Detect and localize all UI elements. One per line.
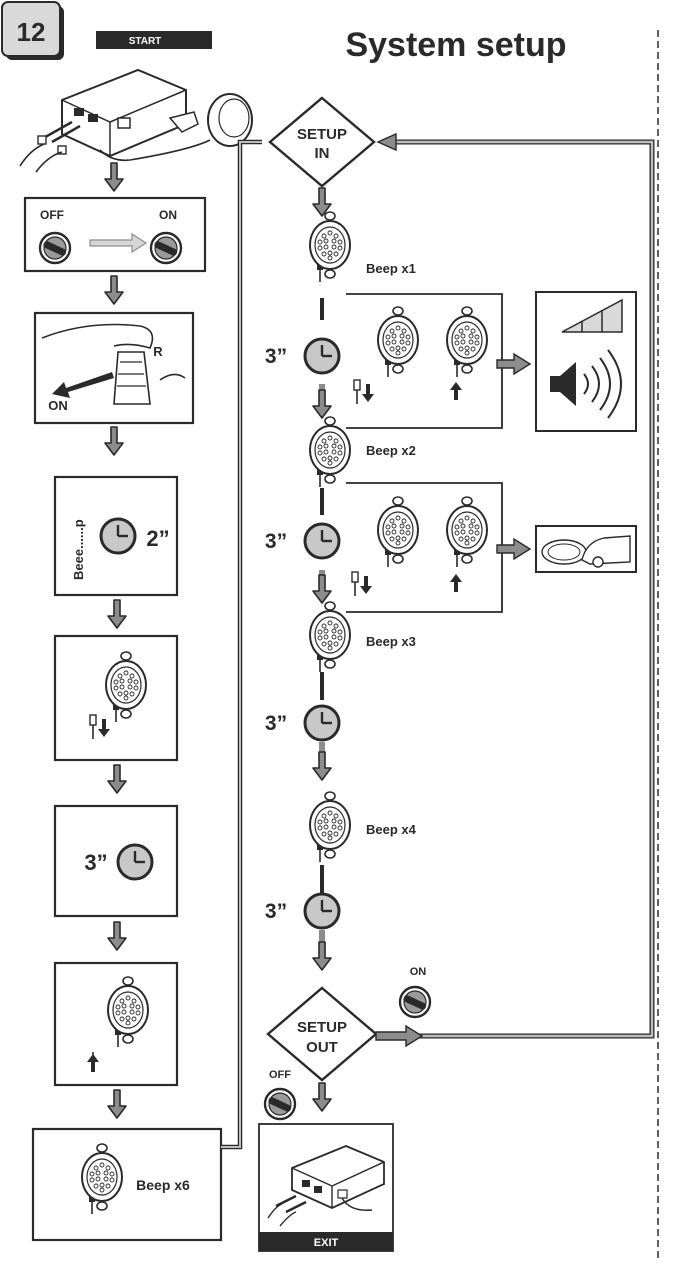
control-unit-illustration <box>19 68 253 173</box>
flow-arrow <box>107 764 127 794</box>
keyswitch-on-icon <box>398 985 432 1019</box>
clock-icon <box>303 892 341 930</box>
gear-arrow-icon <box>52 372 114 398</box>
flow-arrow <box>107 921 127 951</box>
setup-in-diamond: SETUP IN <box>268 96 376 188</box>
exit-box: EXIT <box>258 1123 394 1252</box>
long-beep-label: Beee......p <box>71 519 86 580</box>
beep-x2-label: Beep x2 <box>366 443 416 458</box>
volume-panel <box>535 291 637 432</box>
sensor-icon <box>309 416 351 488</box>
sensor-icon <box>446 496 488 568</box>
setup-in-line1: SETUP <box>297 126 347 143</box>
wait-3s-label-1: 3” <box>265 345 287 368</box>
long-beep-box: Beee......p 2” <box>53 475 179 597</box>
flow-arrow <box>312 389 332 419</box>
wait-2s-label: 2” <box>146 526 169 551</box>
keyswitch-on-icon <box>149 231 183 265</box>
flow-arrow <box>104 426 124 456</box>
sensor-unplug-box <box>53 634 179 762</box>
loop-connector <box>221 139 262 1150</box>
flow-arrow <box>312 751 332 781</box>
flow-arrow <box>107 1089 127 1119</box>
return-arrowhead <box>376 132 397 152</box>
flow-arrow <box>312 1082 332 1112</box>
out-arrow <box>375 1024 424 1048</box>
on-label-right: ON <box>410 966 427 978</box>
unplug-arrow-icon <box>353 379 375 405</box>
exit-label: EXIT <box>314 1237 339 1249</box>
step-number: 12 <box>17 17 46 47</box>
setup-out-diamond: SETUP OUT <box>266 986 378 1082</box>
flow-arrow <box>312 941 332 971</box>
sensor-icon <box>309 791 351 863</box>
mode-box-volume: 3” <box>265 293 532 429</box>
beep-x6-label: Beep x6 <box>136 1177 190 1193</box>
ignition-box: OFF ON <box>23 196 207 273</box>
clock-icon <box>303 337 341 375</box>
wait-3s-label-4: 3” <box>265 900 287 923</box>
plug-in-arrow-icon <box>450 382 462 400</box>
sensor-icon <box>309 601 351 673</box>
off-label-right: OFF <box>269 1069 291 1081</box>
sensor-icon <box>377 496 419 568</box>
wait-3s-label-2: 3” <box>265 530 287 553</box>
setup-out-line2: OUT <box>306 1039 338 1056</box>
clock-icon <box>99 517 137 555</box>
plug-in-arrow-icon <box>450 574 462 592</box>
off-label: OFF <box>40 208 64 222</box>
start-tag: START <box>96 31 212 49</box>
beep-x3-label: Beep x3 <box>366 634 416 649</box>
gear-r-label: R <box>153 344 163 359</box>
wait-3s-box: 3” <box>53 804 179 918</box>
flow-arrow <box>104 275 124 305</box>
return-loop <box>376 139 655 1039</box>
flow-arrow <box>104 162 124 192</box>
sensor-plug-box <box>53 961 179 1087</box>
gear-on-label: ON <box>48 398 68 413</box>
setup-in-line2: IN <box>315 145 330 162</box>
on-label: ON <box>159 208 177 222</box>
clock-icon <box>303 704 341 742</box>
sensor-icon <box>446 306 488 378</box>
flow-arrow <box>312 574 332 604</box>
flow-arrow <box>107 599 127 629</box>
vehicle-panel <box>535 525 637 573</box>
wait-3s-label-3: 3” <box>265 712 287 735</box>
keyswitch-off-icon <box>38 231 72 265</box>
unplug-arrow-icon <box>351 571 373 597</box>
beep-x1-label: Beep x1 <box>366 261 416 276</box>
clock-icon <box>303 522 341 560</box>
start-label: START <box>129 36 162 47</box>
keyswitch-off-icon <box>263 1087 297 1121</box>
sensor-icon <box>377 306 419 378</box>
page-title: System setup <box>345 26 566 64</box>
beep-x4-label: Beep x4 <box>366 822 417 837</box>
sensor-icon <box>309 211 351 283</box>
setup-out-line1: SETUP <box>297 1019 347 1036</box>
step-badge: 12 <box>1 1 64 60</box>
gear-reverse-box: R ON <box>33 311 195 425</box>
arrow-right-icon <box>89 232 148 254</box>
beep-x6-box: Beep x6 <box>31 1127 223 1242</box>
wait-3s-label: 3” <box>84 850 107 875</box>
mode-box-vehicle: 3” <box>265 482 532 613</box>
clock-icon <box>116 843 154 881</box>
